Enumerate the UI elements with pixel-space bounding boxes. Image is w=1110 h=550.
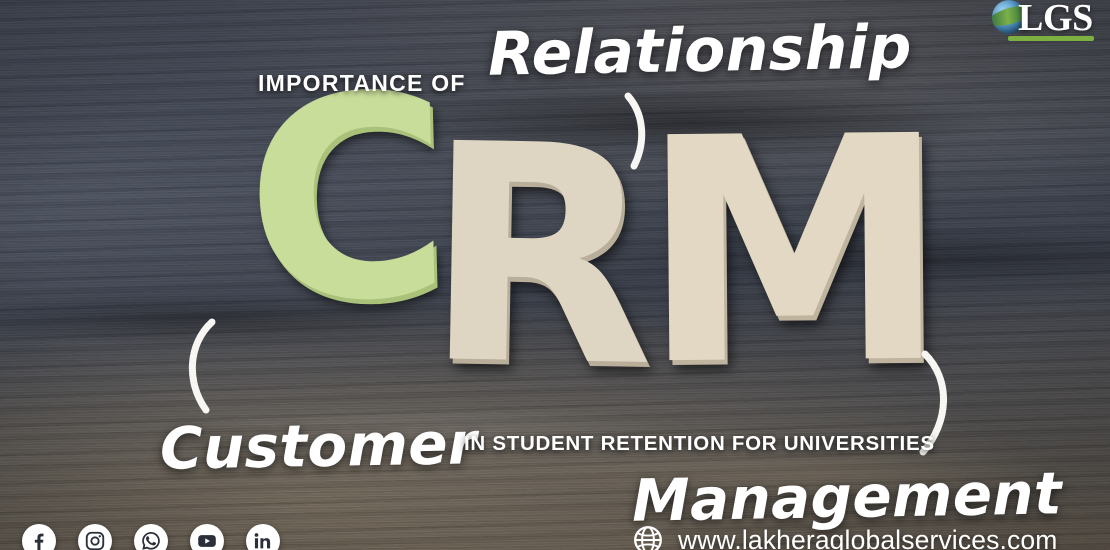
social-links [22,524,280,550]
letter-r-glyph: R [420,80,653,433]
bracket-closing-relationship [622,92,662,170]
social-link-facebook[interactable] [22,524,56,550]
website-url-text: www.lakheraglobalservices.com [678,524,1058,550]
eyebrow-importance-of: IMPORTANCE OF [258,70,466,96]
bracket-opening-customer [178,318,222,414]
bracket-closing-management [915,350,959,456]
letter-c-glyph: C [241,35,449,365]
youtube-icon [196,530,218,550]
wooden-letter-m: M [638,70,944,435]
whatsapp-phone-icon [140,530,162,550]
subtitle-tagline: IN STUDENT RETENTION FOR UNIVERSITIES [464,432,935,455]
social-link-youtube[interactable] [190,524,224,550]
website-link[interactable]: www.lakheraglobalservices.com [632,524,1057,550]
globe-icon [632,524,664,550]
logo-accent-bar [1008,36,1094,41]
lgs-logo[interactable]: LGS [992,0,1096,44]
letter-m-glyph: M [638,70,944,435]
logo-text: LGS [1018,0,1093,39]
instagram-icon [84,530,106,550]
social-link-instagram[interactable] [78,524,112,550]
wooden-letter-c: C [241,35,449,365]
word-customer: Customer [159,409,478,483]
logo-globe-icon [992,0,1026,34]
social-link-whatsapp[interactable] [134,524,168,550]
linkedin-icon [252,530,274,550]
facebook-icon [28,530,50,550]
social-link-linkedin[interactable] [246,524,280,550]
wooden-letter-r: R [420,80,653,433]
word-relationship: Relationship [487,12,913,90]
